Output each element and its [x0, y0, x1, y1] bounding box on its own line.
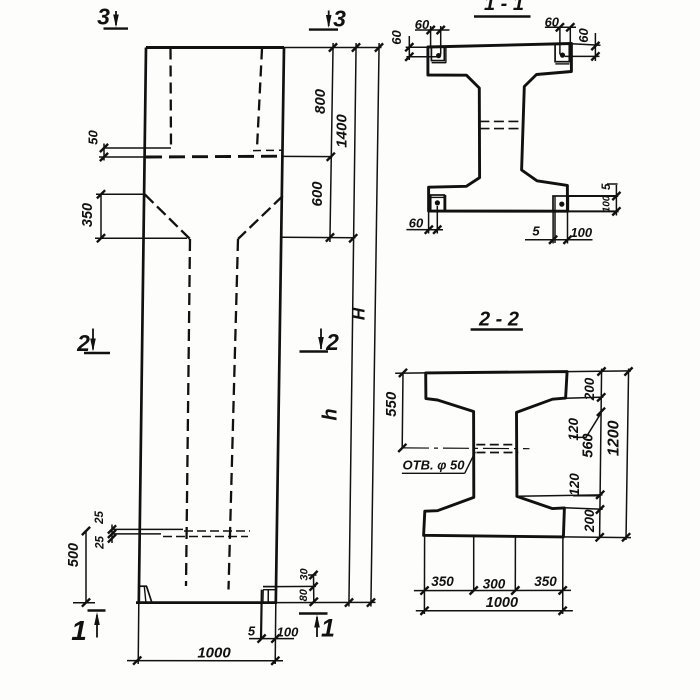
svg-text:2: 2: [325, 329, 339, 355]
svg-text:50: 50: [85, 130, 100, 145]
svg-text:120: 120: [567, 473, 582, 496]
svg-text:120: 120: [566, 418, 581, 441]
svg-text:200: 200: [582, 377, 597, 401]
svg-text:3: 3: [97, 4, 110, 30]
svg-text:560: 560: [581, 433, 597, 457]
svg-text:1 - 1: 1 - 1: [484, 0, 524, 15]
svg-text:100: 100: [601, 195, 612, 212]
svg-text:60: 60: [545, 15, 560, 30]
svg-text:h: h: [320, 408, 342, 420]
svg-text:350: 350: [80, 203, 96, 227]
svg-text:500: 500: [66, 543, 82, 567]
svg-text:1400: 1400: [334, 114, 351, 148]
svg-text:2 - 2: 2 - 2: [478, 309, 519, 331]
svg-text:350: 350: [431, 574, 454, 589]
svg-text:Н: Н: [350, 307, 369, 320]
svg-text:800: 800: [312, 88, 329, 114]
svg-text:ОТВ. φ 50: ОТВ. φ 50: [403, 458, 466, 473]
svg-text:1200: 1200: [605, 420, 622, 456]
svg-text:5: 5: [601, 183, 613, 190]
svg-text:350: 350: [534, 574, 557, 589]
svg-text:60: 60: [576, 28, 591, 43]
svg-text:1: 1: [321, 615, 335, 643]
svg-text:100: 100: [277, 625, 299, 640]
svg-text:3: 3: [333, 6, 346, 32]
svg-text:30: 30: [299, 568, 311, 581]
svg-text:1000: 1000: [197, 645, 231, 662]
svg-text:60: 60: [409, 216, 424, 231]
svg-text:2: 2: [76, 330, 90, 356]
svg-text:60: 60: [415, 17, 430, 32]
svg-text:300: 300: [483, 577, 506, 592]
svg-text:5: 5: [248, 624, 256, 639]
svg-text:25: 25: [95, 536, 107, 550]
svg-text:1: 1: [71, 615, 87, 646]
svg-text:25: 25: [94, 511, 106, 525]
svg-text:100: 100: [570, 225, 592, 240]
svg-text:80: 80: [298, 588, 310, 601]
svg-text:200: 200: [582, 509, 597, 533]
svg-text:5: 5: [532, 224, 540, 239]
svg-text:550: 550: [383, 391, 400, 417]
svg-text:1000: 1000: [486, 595, 518, 611]
svg-text:60: 60: [389, 30, 404, 45]
svg-text:600: 600: [309, 181, 326, 207]
